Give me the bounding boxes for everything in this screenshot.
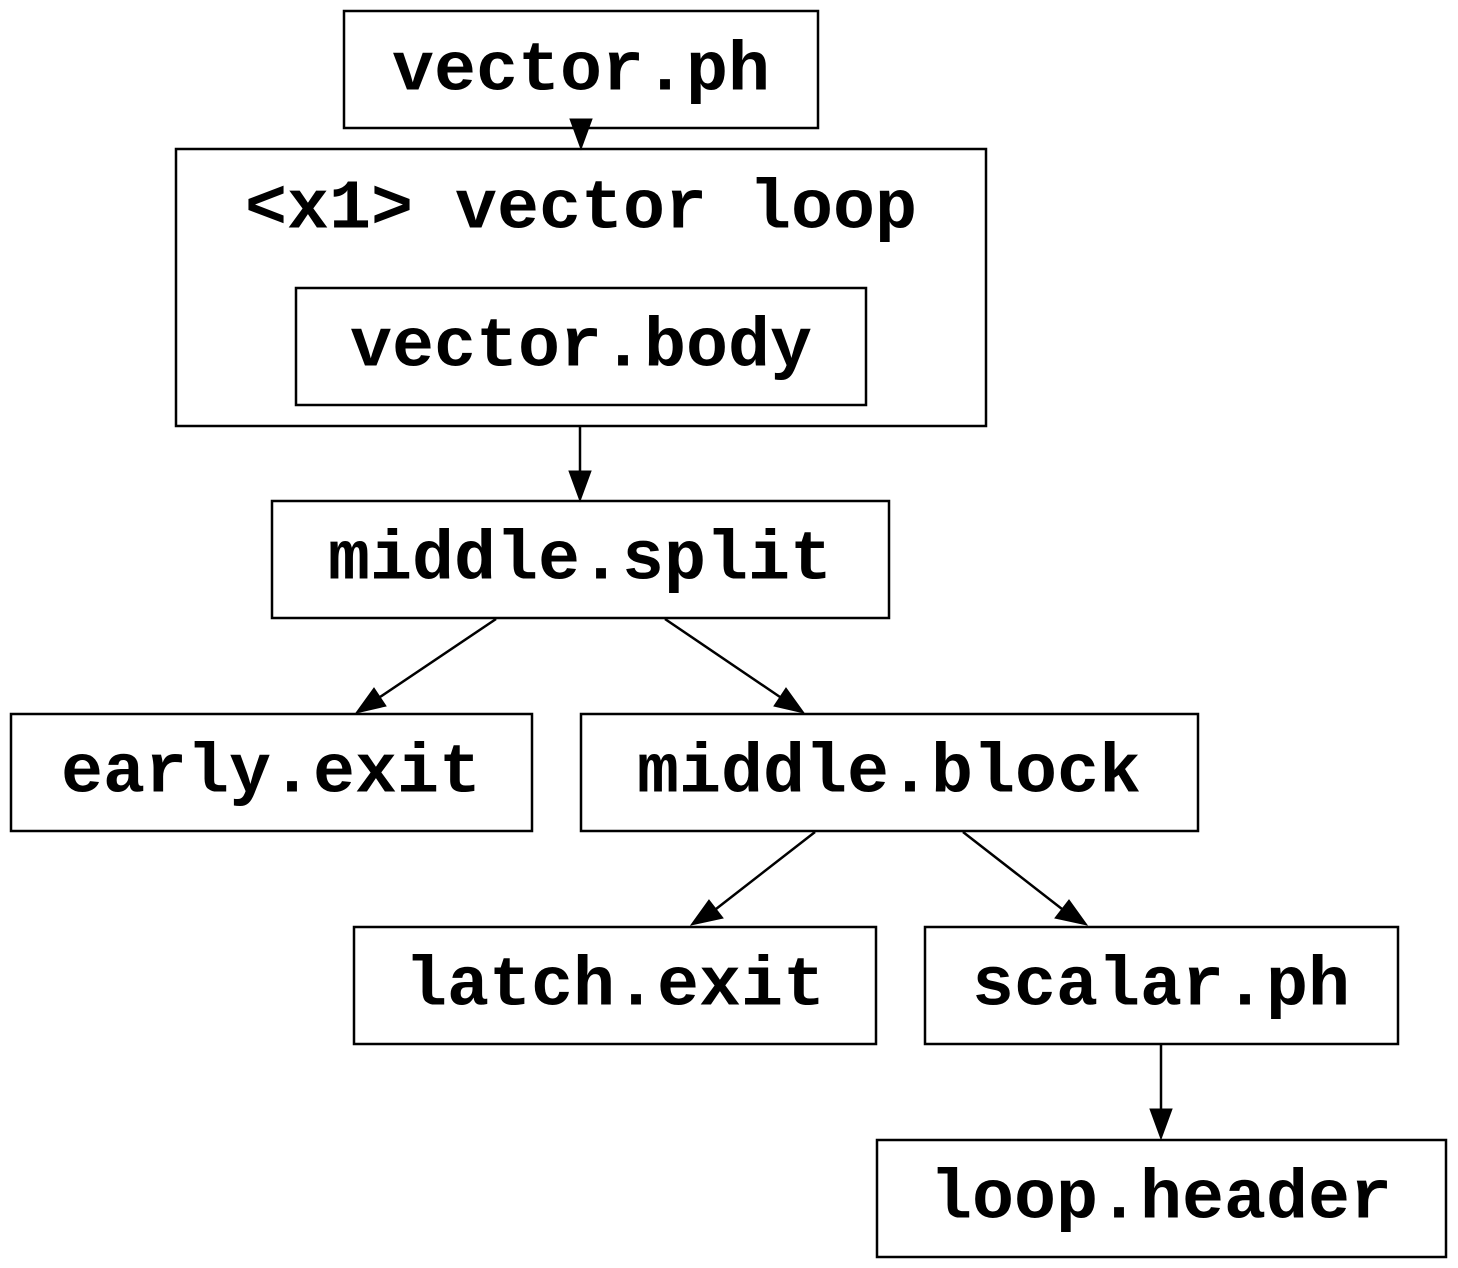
arrowhead (773, 687, 806, 714)
arrowhead (354, 687, 387, 714)
node-scalar-ph-label: scalar.ph (972, 948, 1350, 1027)
node-vector-body: vector.body (294, 286, 868, 407)
node-middle-split-label: middle.split (328, 522, 832, 601)
node-latch-exit: latch.exit (352, 925, 878, 1046)
node-middle-block: middle.block (579, 712, 1200, 833)
edge-scalar-ph-to-loop-header (1149, 1045, 1173, 1141)
edge-vector-ph-to-vector-loop (569, 118, 593, 151)
cluster-vector-loop-label: <x1> vector loop (245, 171, 917, 250)
edge-middle-split-to-early-exit (354, 617, 497, 714)
node-early-exit: early.exit (9, 712, 534, 833)
edge-middle-block-to-latch-exit (689, 831, 816, 926)
arrowhead (568, 470, 592, 503)
arrowhead (689, 899, 724, 926)
node-early-exit-label: early.exit (61, 735, 481, 814)
node-latch-exit-label: latch.exit (405, 948, 825, 1027)
node-scalar-ph: scalar.ph (923, 925, 1400, 1046)
node-middle-split: middle.split (270, 499, 891, 620)
edge-middle-block-to-scalar-ph (962, 831, 1089, 926)
node-loop-header: loop.header (875, 1138, 1448, 1259)
arrowhead (1054, 899, 1089, 926)
edge-middle-split-to-middle-block (664, 617, 806, 714)
node-vector-body-label: vector.body (350, 309, 812, 388)
arrowhead (569, 118, 593, 151)
node-middle-block-label: middle.block (637, 735, 1141, 814)
node-loop-header-label: loop.header (930, 1161, 1392, 1240)
arrowhead (1149, 1108, 1173, 1141)
edge-vector-loop-to-middle-split (568, 426, 592, 503)
node-vector-ph: vector.ph (342, 9, 820, 130)
node-vector-ph-label: vector.ph (392, 33, 770, 112)
